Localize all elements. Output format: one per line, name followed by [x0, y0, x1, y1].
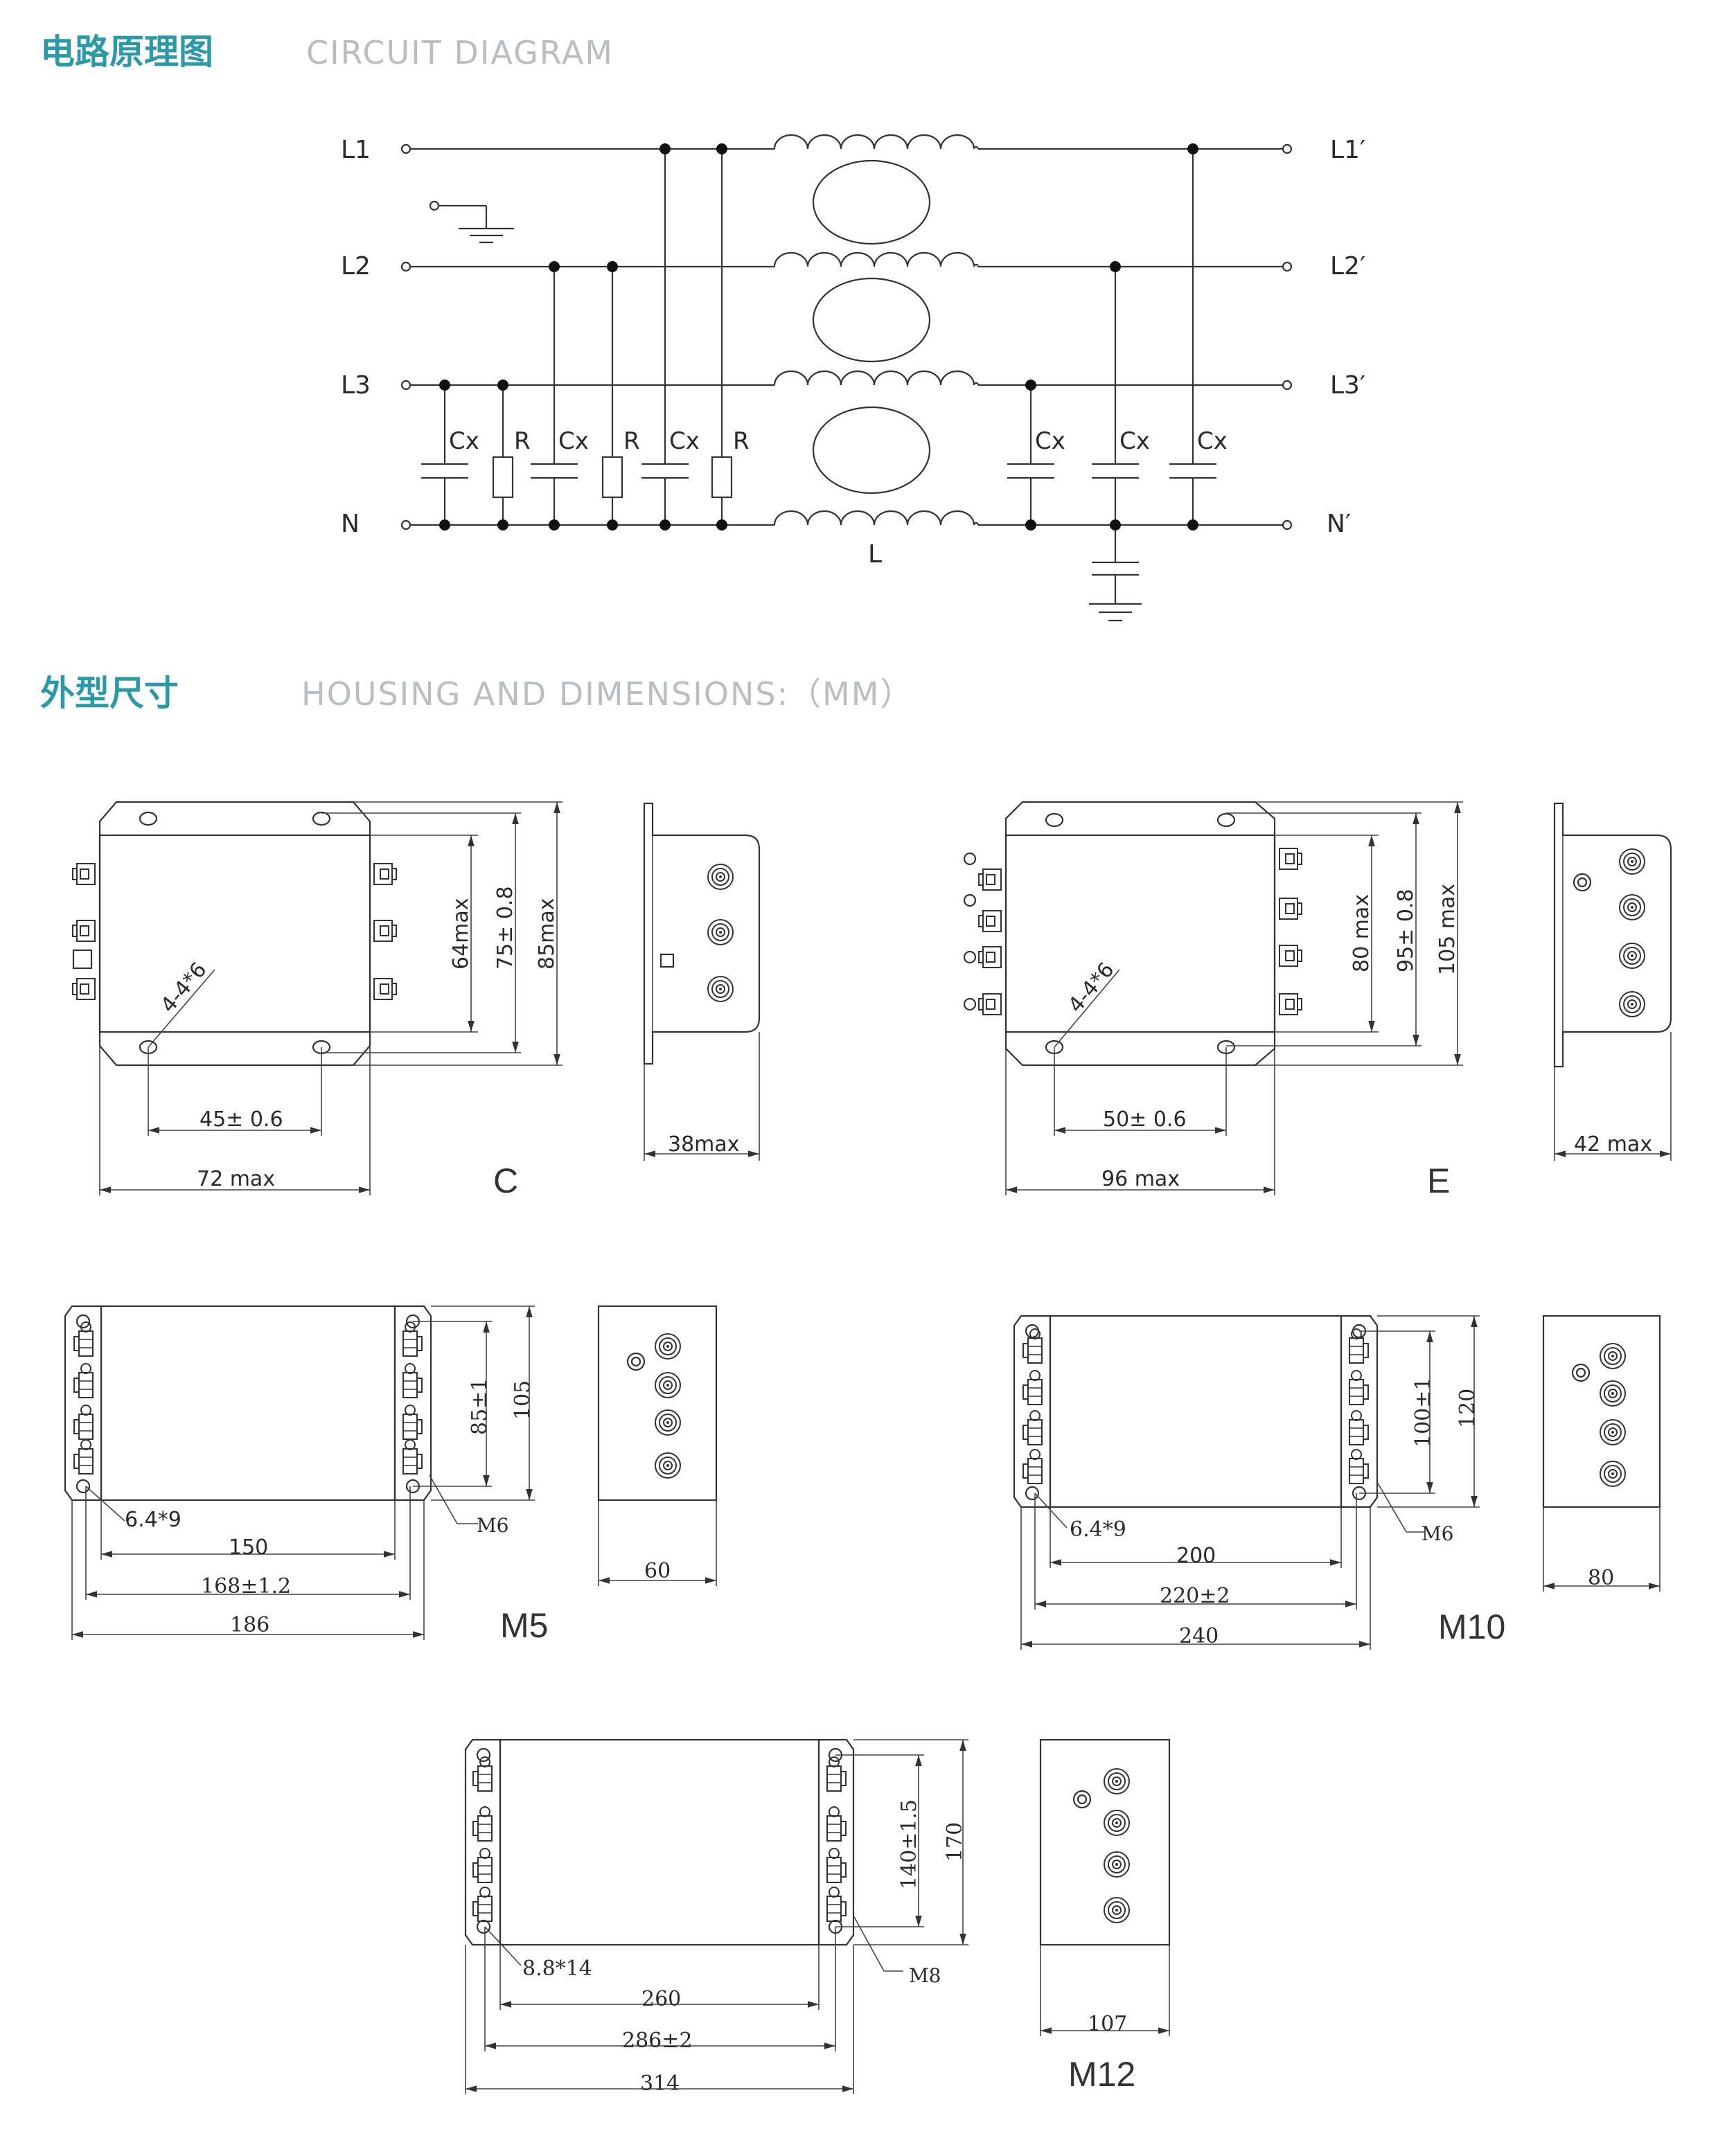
dim-label: 64max — [449, 898, 473, 970]
hole-label: 4-4*6 — [1063, 958, 1119, 1017]
ground-symbol-top — [439, 204, 514, 244]
hole-label: 6.4*9 — [125, 1508, 181, 1532]
dim-label: 314 — [640, 2072, 680, 2096]
drawing-model-c: 64max 75± 0.8 85max 45± 0.6 72 max 4-4*6… — [72, 801, 761, 1200]
hole-label: 4-4*6 — [156, 958, 211, 1017]
dim-label: 50± 0.6 — [1103, 1107, 1187, 1132]
dim-label: 150 — [229, 1535, 268, 1560]
drawing-model-m10: 100±1 120 6.4*9 M6 200 220±2 240 80 M10 — [1013, 1315, 1661, 1650]
hole-label: 6.4*9 — [1070, 1517, 1126, 1542]
bus-lines — [410, 148, 1283, 526]
dim-label: 220±2 — [1160, 1584, 1230, 1608]
input-label-n: N — [341, 510, 360, 538]
cx-label: Cx — [1119, 427, 1150, 455]
r-label: R — [733, 427, 750, 455]
dim-label: 186 — [230, 1613, 269, 1637]
dim-label: 120 — [1455, 1389, 1480, 1428]
section-title-circuit-en: CIRCUIT DIAGRAM — [306, 34, 614, 71]
r-label: R — [623, 427, 640, 455]
cx-label: Cx — [669, 427, 700, 455]
section-title-circuit-zh: 电路原理图 — [40, 32, 213, 72]
dim-label: 107 — [1088, 2012, 1127, 2036]
dim-label: 170 — [943, 1822, 967, 1862]
cx-label: Cx — [1035, 427, 1065, 455]
output-label-n: N′ — [1327, 510, 1351, 538]
junction-dots — [439, 143, 1198, 531]
dim-label: 105 max — [1435, 884, 1460, 975]
dim-label: 105 — [511, 1380, 535, 1420]
dim-label: 100±1 — [1411, 1378, 1435, 1447]
hole-label: 8.8*14 — [522, 1957, 592, 1981]
output-label-l1: L1′ — [1330, 136, 1365, 164]
dim-label: 96 max — [1101, 1167, 1180, 1191]
model-label-m5: M5 — [500, 1606, 548, 1645]
dim-label: 80 max — [1349, 894, 1374, 972]
bolt-label: M6 — [1422, 1522, 1453, 1545]
dim-label: 140±1.5 — [897, 1799, 921, 1889]
component-labels: Cx R Cx R Cx R Cx Cx Cx — [449, 427, 1228, 455]
shunt-branches — [421, 149, 1216, 622]
section-title-housing-en: HOUSING AND DIMENSIONS:（MM） — [301, 675, 913, 713]
dim-label: 45± 0.6 — [200, 1107, 283, 1132]
r-label: R — [514, 427, 531, 455]
drawing-model-e: 80 max 95± 0.8 105 max 50± 0.6 96 max 4-… — [963, 801, 1672, 1200]
dim-label: 85±1 — [468, 1378, 492, 1435]
circuit-diagram: L1 L2 L3 N L1′ L2′ L3′ N′ — [341, 134, 1365, 622]
bolt-label: M8 — [909, 1964, 941, 1987]
output-label-l2: L2′ — [1330, 252, 1365, 280]
dim-label: 200 — [1176, 1544, 1216, 1568]
model-label-m12: M12 — [1068, 2055, 1135, 2094]
inductor-label: L — [868, 540, 882, 569]
dim-label: 75± 0.8 — [493, 886, 517, 970]
dim-label: 38max — [668, 1132, 740, 1157]
terminal-circles — [400, 143, 1293, 531]
cx-label: Cx — [1197, 427, 1228, 455]
dim-label: 72 max — [197, 1167, 275, 1191]
choke-coils — [773, 134, 980, 526]
dim-label: 80 — [1588, 1566, 1614, 1590]
cx-label: Cx — [449, 427, 479, 455]
bolt-label: M6 — [477, 1514, 508, 1537]
section-title-housing-zh: 外型尺寸 — [40, 673, 179, 713]
model-label-m10: M10 — [1438, 1607, 1505, 1646]
model-label-c: C — [493, 1161, 518, 1200]
input-label-l2: L2 — [341, 252, 371, 280]
model-label-e: E — [1427, 1161, 1450, 1200]
dim-label: 240 — [1179, 1624, 1219, 1648]
dim-label: 286±2 — [622, 2029, 692, 2053]
dim-label: 168±1.2 — [201, 1574, 291, 1598]
input-label-l1: L1 — [341, 136, 371, 164]
dim-label: 42 max — [1574, 1132, 1652, 1157]
input-label-l3: L3 — [341, 371, 371, 400]
drawing-model-m5: 85±1 105 6.4*9 M6 150 168±1.2 186 60 M5 — [64, 1305, 718, 1645]
dim-label: 85max — [535, 898, 559, 970]
cx-label: Cx — [558, 427, 589, 455]
dim-label: 60 — [644, 1559, 671, 1583]
output-label-l3: L3′ — [1330, 371, 1365, 400]
dim-label: 95± 0.8 — [1394, 889, 1418, 972]
drawing-model-m12: 140±1.5 170 8.8*14 M8 260 286±2 314 107 … — [464, 1738, 1171, 2096]
dim-label: 260 — [641, 1987, 681, 2011]
